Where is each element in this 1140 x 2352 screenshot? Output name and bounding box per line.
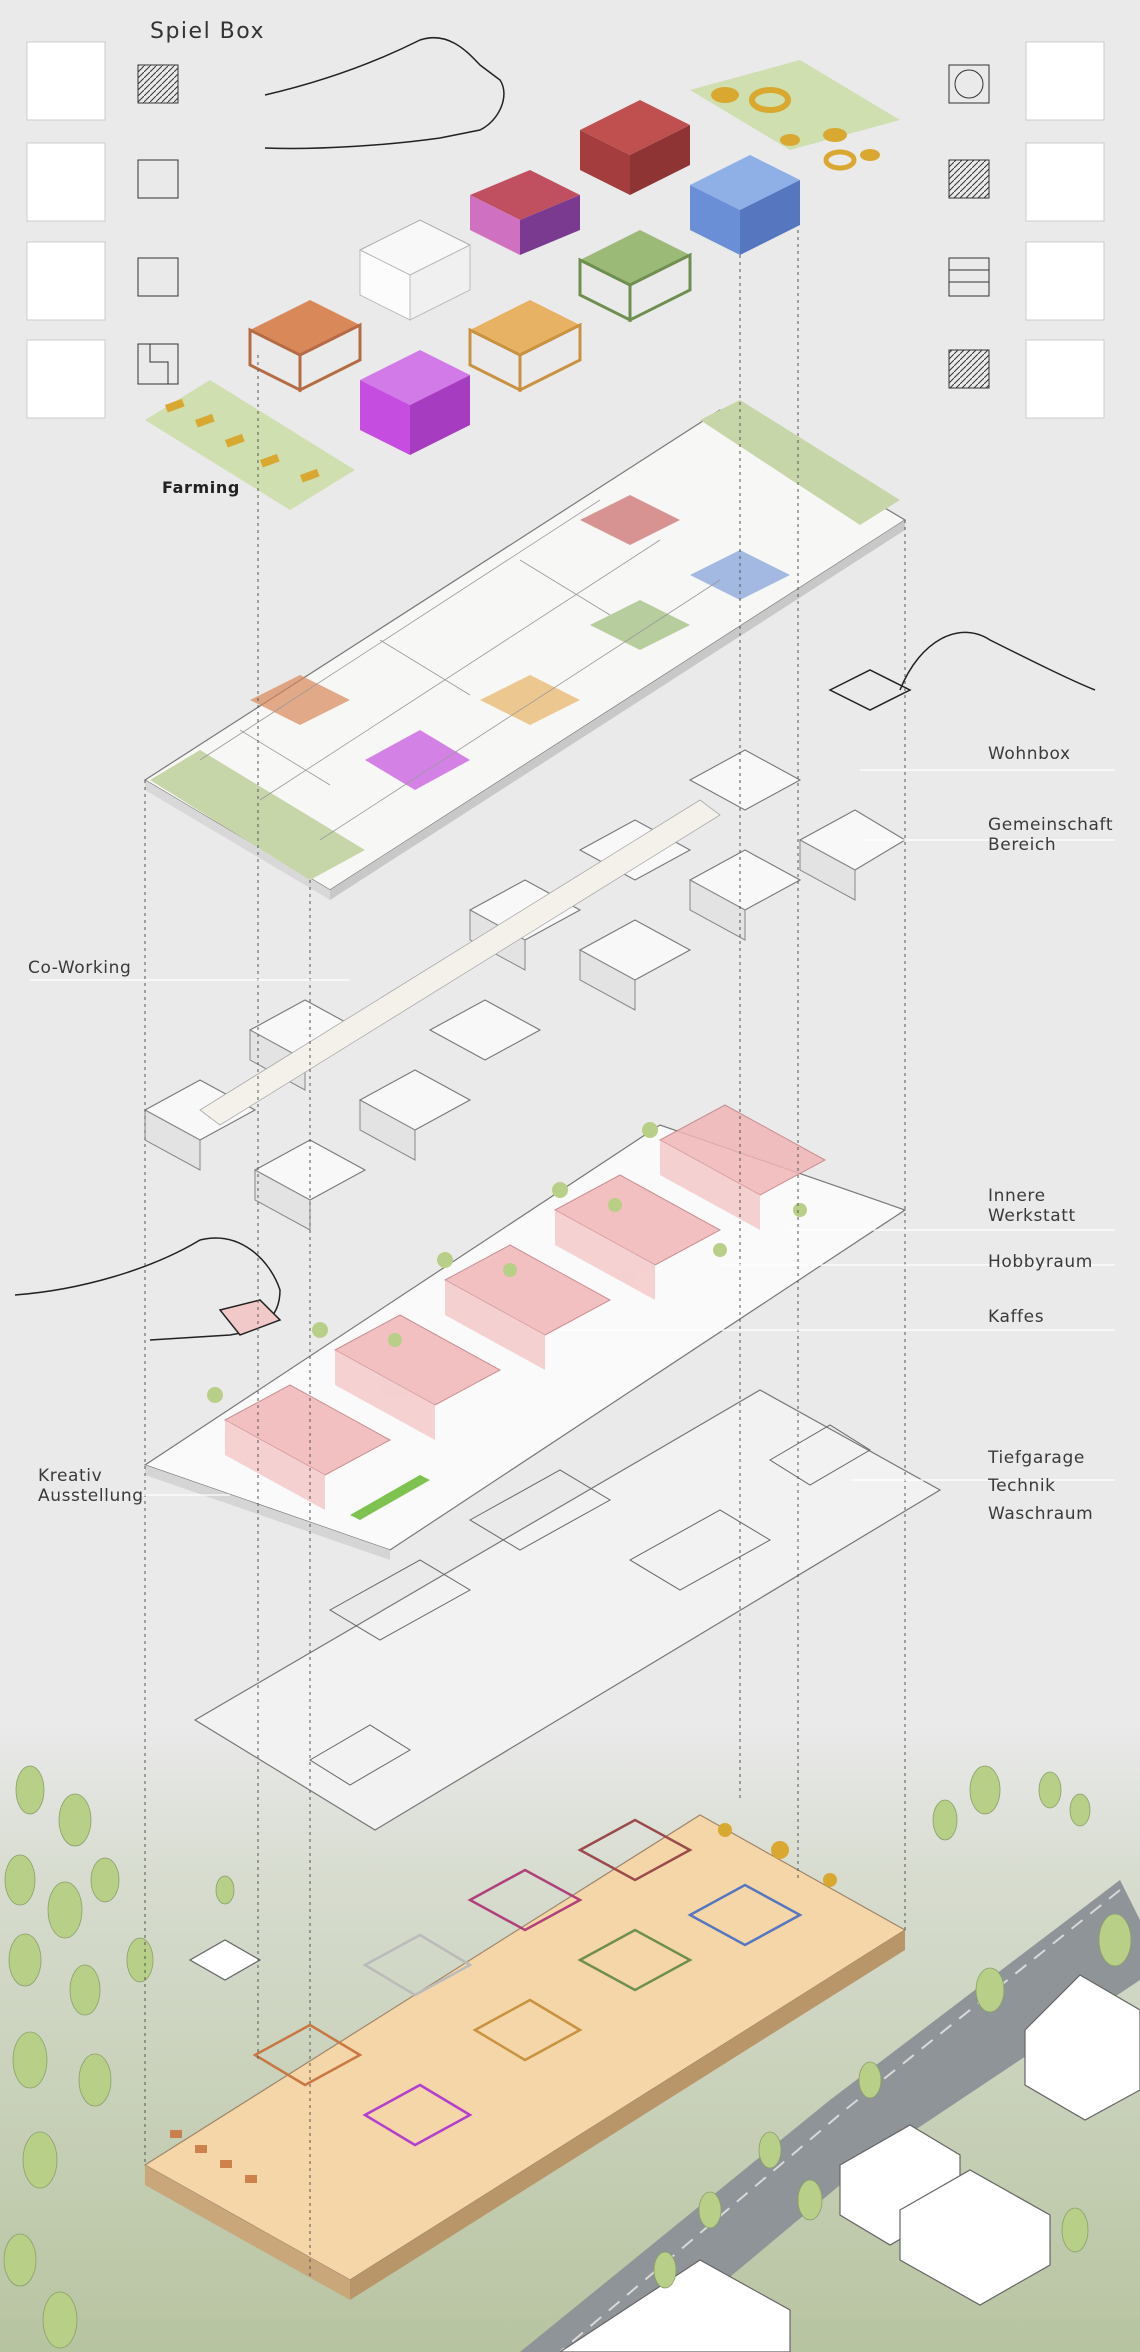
roof-orange-frame xyxy=(252,2023,363,2087)
grid-icon xyxy=(948,349,990,389)
stepped-icon xyxy=(137,343,179,385)
label-farming: Farming xyxy=(162,478,240,497)
bottom-building xyxy=(143,1814,907,2300)
volume-orange xyxy=(250,675,350,725)
white-frame-box xyxy=(358,219,472,321)
projection-lines xyxy=(144,230,906,2280)
farming-platform xyxy=(145,380,355,510)
red-play-box xyxy=(580,100,690,195)
roof-striped-frame xyxy=(467,1868,583,1932)
layer-werkstatt xyxy=(143,1104,907,1560)
sample-box-4 xyxy=(26,339,106,419)
layer-wohnbox xyxy=(143,400,907,900)
striped-play-box xyxy=(470,170,580,255)
slat-icon xyxy=(137,159,179,199)
diamond-icon xyxy=(948,159,990,199)
label-technik: Technik xyxy=(988,1476,1056,1496)
lines-icon xyxy=(948,257,990,297)
roof-red-frame xyxy=(577,1818,693,1882)
sample-box-3 xyxy=(26,241,106,321)
volume-magenta xyxy=(365,730,470,790)
layer-gemeinschaft xyxy=(143,749,907,1231)
sample-box-8 xyxy=(1025,339,1105,419)
green-frame-box xyxy=(578,230,692,323)
hand-middle-icon xyxy=(899,631,1096,691)
site-trees xyxy=(3,1765,1132,2349)
roof-yellow-frame xyxy=(472,1998,583,2062)
volume-green xyxy=(590,600,690,650)
blue-play-box xyxy=(690,155,800,255)
roof-green-frame xyxy=(577,1928,693,1992)
sample-box-5 xyxy=(1025,41,1105,121)
label-gemeinschaft: Gemeinschaft Bereich xyxy=(988,815,1114,855)
pink-block-2 xyxy=(333,1314,502,1406)
hand-top-icon xyxy=(264,37,505,150)
magenta-play-box xyxy=(360,350,470,455)
yellow-frame-box xyxy=(468,300,582,393)
sample-box-7 xyxy=(1025,241,1105,321)
roof-magenta-frame xyxy=(362,2083,473,2147)
sample-box-2 xyxy=(26,142,106,222)
roof-white-frame xyxy=(362,1933,473,1997)
label-tiefgarage: Tiefgarage xyxy=(988,1448,1085,1468)
sample-box-6 xyxy=(1025,142,1105,222)
legend-left xyxy=(26,41,179,419)
volume-blue xyxy=(690,550,790,600)
hand-sketches xyxy=(14,37,1096,1341)
legend-right xyxy=(948,41,1105,419)
pink-block-4 xyxy=(553,1174,722,1266)
square-icon xyxy=(137,257,179,297)
label-kaffes: Kaffes xyxy=(988,1307,1045,1327)
label-lines xyxy=(30,769,1115,1496)
pink-block-5 xyxy=(658,1104,827,1196)
label-coworking: Co-Working xyxy=(28,958,132,978)
sample-box-1 xyxy=(26,41,106,121)
hatch-icon xyxy=(137,64,179,104)
label-wohnbox: Wohnbox xyxy=(988,744,1071,764)
roof-blue-frame xyxy=(687,1883,803,1947)
label-werkstatt: Innere Werkstatt xyxy=(988,1186,1076,1226)
label-kreativ: Kreativ Ausstellung xyxy=(38,1466,144,1506)
layer-tiefgarage xyxy=(193,1389,942,1831)
label-hobbyraum: Hobbyraum xyxy=(988,1252,1093,1272)
yellow-platform xyxy=(690,60,900,171)
label-waschraum: Waschraum xyxy=(988,1504,1094,1524)
volume-red xyxy=(580,495,680,545)
pink-block-3 xyxy=(443,1244,612,1336)
circles-icon xyxy=(948,64,990,104)
orange-frame-box xyxy=(248,300,362,393)
neighbor-houses xyxy=(188,1939,1140,2352)
diagram-title: Spiel Box xyxy=(150,19,266,44)
play-boxes xyxy=(145,60,900,510)
pink-block-1 xyxy=(223,1384,392,1476)
